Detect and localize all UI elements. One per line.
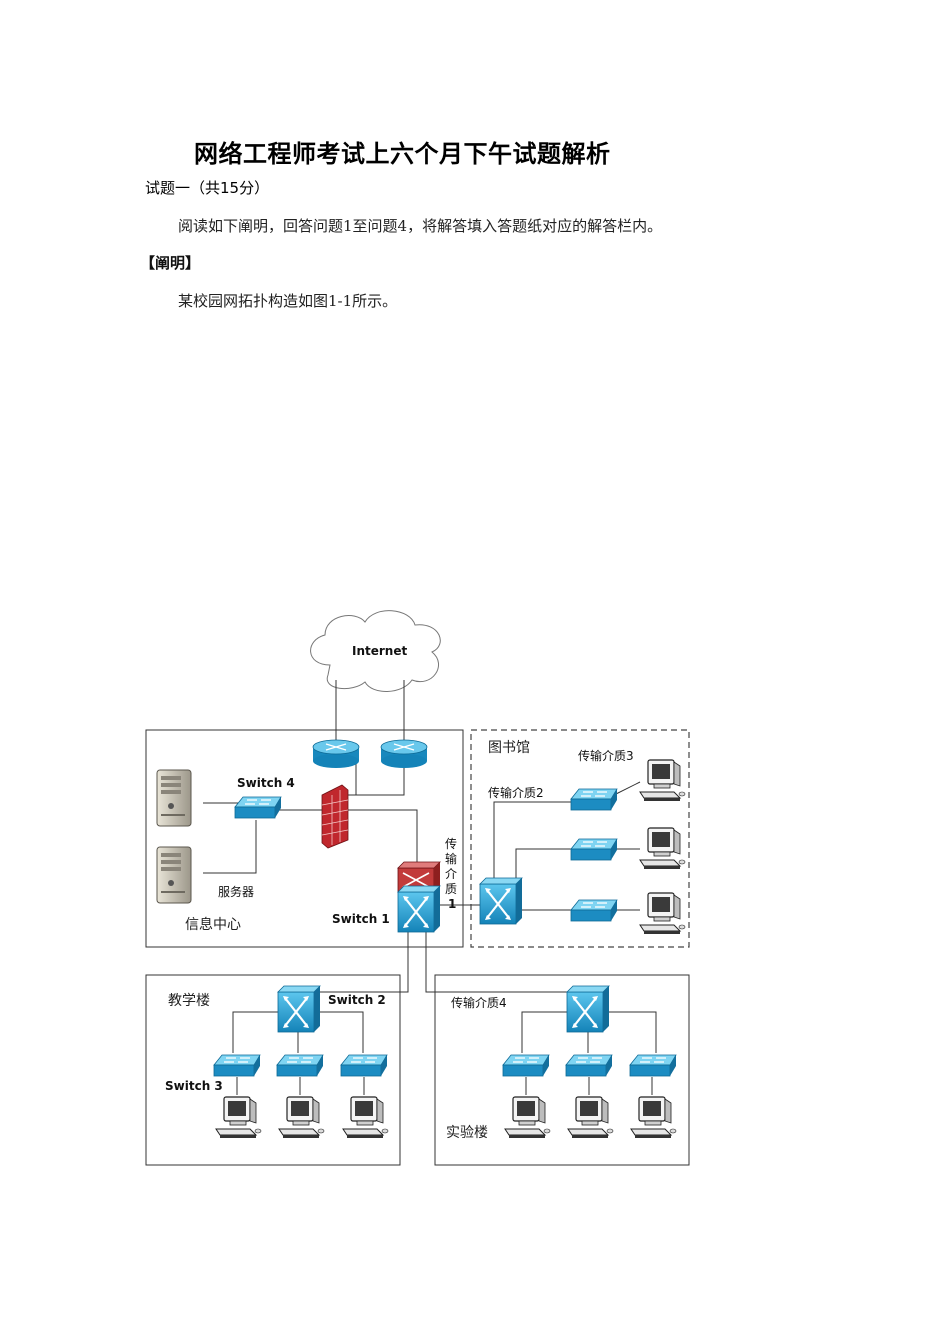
pc-icon (639, 892, 686, 935)
page-title: 网络工程师考试上六个月下午试题解析 (194, 140, 611, 168)
pc-icon (639, 827, 686, 870)
teaching-access-switch-icon (340, 1054, 388, 1077)
svg-text:传: 传 (445, 836, 457, 851)
library-access-switch-icon (570, 788, 618, 811)
pc-icon (504, 1096, 551, 1139)
question-heading: 试题一（共15分） (145, 179, 270, 197)
switch3-label: Switch 3 (165, 1079, 223, 1093)
router-icon (312, 739, 360, 769)
library-label: 图书馆 (488, 740, 530, 756)
section-label: 【阐明】 (140, 254, 201, 272)
library-core-switch-icon (478, 876, 524, 926)
lab-access-switch-icon (565, 1054, 613, 1077)
firewall-icon (321, 784, 349, 849)
teaching-access-switch-icon (276, 1054, 324, 1077)
medium2-label: 传输介质2 (488, 785, 544, 800)
pc-icon (215, 1096, 262, 1139)
lab-access-switch-icon (502, 1054, 550, 1077)
library-area (470, 729, 690, 948)
switch1-icon (396, 861, 442, 934)
server-icon (156, 769, 192, 827)
description-text: 某校园网拓扑构造如图1-1所示。 (178, 292, 398, 310)
lab-access-switch-icon (629, 1054, 677, 1077)
teaching-building-label: 教学楼 (168, 993, 210, 1009)
library-access-switch-icon (570, 838, 618, 861)
switch4-label: Switch 4 (237, 776, 295, 790)
switch2-label: Switch 2 (328, 993, 386, 1007)
pc-icon (342, 1096, 389, 1139)
medium3-label: 传输介质3 (578, 748, 634, 763)
server-label: 服务器 (218, 884, 254, 899)
lab-building-area (434, 974, 690, 1166)
medium4-label: 传输介质4 (451, 995, 507, 1010)
svg-text:介: 介 (445, 867, 457, 881)
pc-icon (278, 1096, 325, 1139)
teaching-building-area (145, 974, 401, 1166)
pc-icon (567, 1096, 614, 1139)
switch1-label: Switch 1 (332, 912, 390, 926)
pc-icon (630, 1096, 677, 1139)
server-icon (156, 846, 192, 904)
instruction-text: 阅读如下阐明，回答问题1至问题4，将解答填入答题纸对应的解答栏内。 (178, 217, 663, 235)
svg-text:1: 1 (448, 897, 456, 911)
switch4-icon (234, 796, 282, 819)
lab-building-label: 实验楼 (446, 1125, 488, 1141)
router-icon (380, 739, 428, 769)
lab-core-switch-icon (565, 984, 611, 1034)
svg-text:输: 输 (445, 851, 457, 866)
info-center-area (145, 729, 464, 948)
switch3-icon (213, 1054, 261, 1077)
network-links (203, 680, 657, 1095)
svg-text:质: 质 (445, 882, 457, 896)
library-access-switch-icon (570, 899, 618, 922)
medium1-label: 传 输 介 质 1 (445, 836, 457, 911)
pc-icon (639, 759, 686, 802)
switch2-icon (276, 984, 322, 1034)
internet-label: Internet (352, 644, 407, 658)
info-center-label: 信息中心 (185, 916, 241, 933)
internet-cloud: Internet (310, 610, 441, 692)
